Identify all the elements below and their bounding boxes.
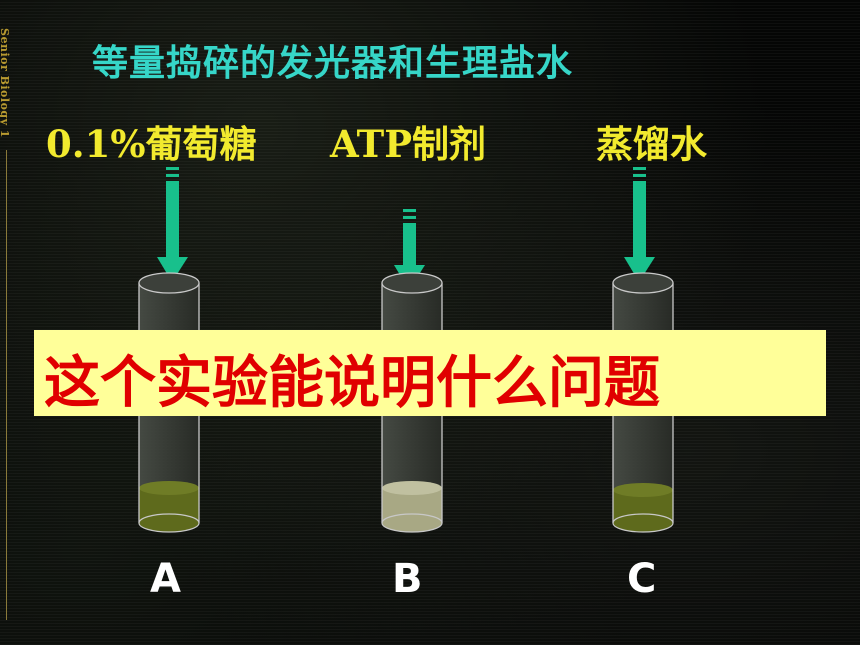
reagent-label-water: 蒸馏水 — [596, 122, 707, 166]
side-label: Senior Biology 1 — [0, 28, 11, 138]
side-divider — [6, 150, 7, 620]
arrow-down-icon — [624, 167, 655, 282]
tube-label-a: A — [150, 556, 181, 602]
arrow-down-icon — [157, 167, 188, 282]
side-decoration: Senior Biology 1 — [0, 0, 14, 645]
question-text: 这个实验能说明什么问题 — [44, 351, 660, 416]
slide-title: 等量捣碎的发光器和生理盐水 — [92, 43, 574, 84]
tube-label-b: B — [392, 556, 423, 602]
reagent-label-glucose: 0.1%葡萄糖 — [46, 122, 257, 166]
tube-label-c: C — [627, 556, 657, 602]
question-banner: 这个实验能说明什么问题 — [34, 330, 826, 416]
reagent-label-atp: ATP制剂 — [330, 122, 487, 166]
